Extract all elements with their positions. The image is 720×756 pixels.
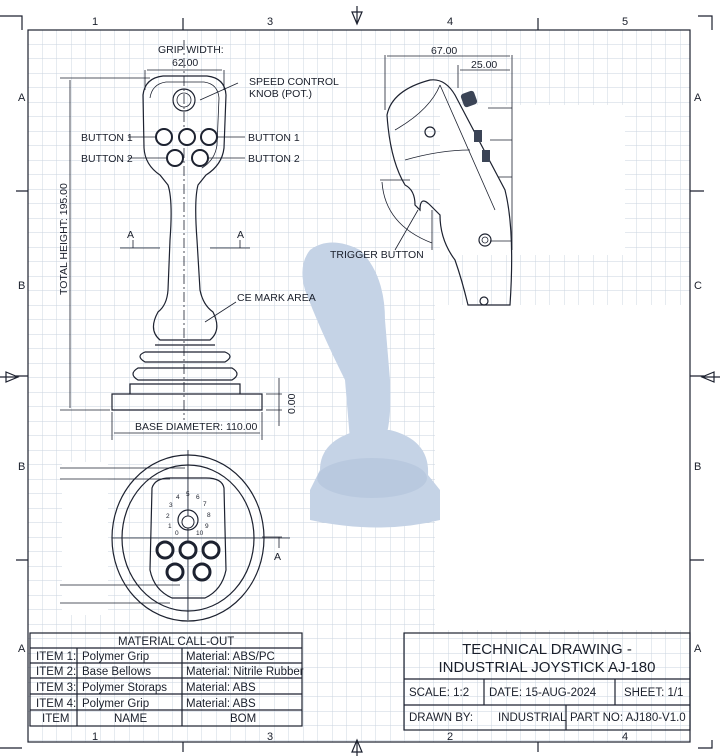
- centering-arrow-bottom-icon: [351, 738, 363, 756]
- header-name: NAME: [114, 713, 148, 725]
- row-item: ITEM 1:: [36, 651, 76, 663]
- grip-width-value: 62.00: [172, 57, 198, 69]
- dial-10: 10: [196, 530, 204, 537]
- ce-mark-label: CE MARK AREA: [237, 292, 316, 304]
- header-item: ITEM: [42, 713, 69, 725]
- row-bom: Material: ABS: [186, 698, 256, 710]
- row-name: Polymer Grip: [82, 651, 149, 663]
- zone-right-b: B: [694, 461, 701, 473]
- speed-control-label: SPEED CONTROL: [249, 76, 339, 88]
- row-bom: Material: ABS: [186, 682, 256, 694]
- button-1-left-label: BUTTON 1: [81, 132, 133, 144]
- part-number: PART NO: AJ180-V1.0: [570, 712, 686, 724]
- zone-markers: 1 3 4 5 A B B A A C B A 1 3 2 4: [0, 6, 720, 756]
- zone-left-b2: B: [18, 461, 25, 473]
- table-row: ITEM 1: Polymer Grip Material: ABS/PC: [36, 651, 275, 663]
- header-bom: BOM: [230, 713, 256, 725]
- dial-6: 6: [196, 494, 200, 501]
- zone-left-a2: A: [18, 643, 26, 655]
- zone-right-c: C: [694, 280, 702, 292]
- material-callout-title: MATERIAL CALL-OUT: [118, 636, 234, 648]
- base-diameter-label: BASE DIAMETER: 110.00: [135, 421, 258, 433]
- top-view: 0 1 2 3 4 5 6 7 8 9 10 A: [60, 450, 290, 622]
- zone-bottom-2: 2: [447, 731, 453, 743]
- zone-bottom-1: 1: [92, 731, 98, 743]
- zone-bottom-3: 3: [267, 731, 273, 743]
- total-height-label: TOTAL HEIGHT: 195.00: [58, 183, 70, 295]
- zone-right-a: A: [694, 92, 702, 104]
- table-row: ITEM 3: Polymer Storaps Material: ABS: [36, 682, 256, 694]
- centering-arrow-left-icon: [0, 371, 20, 383]
- zone-right-a2: A: [694, 643, 702, 655]
- zone-left-b: B: [18, 280, 25, 292]
- table-row: ITEM 4: Polymer Grip Material: ABS: [36, 698, 256, 710]
- title-block: TECHNICAL DRAWING - INDUSTRIAL JOYSTICK …: [403, 632, 691, 731]
- top-section-mark: A: [274, 551, 281, 563]
- material-callout-table: MATERIAL CALL-OUT ITEM 1: Polymer Grip M…: [29, 632, 304, 727]
- trigger-button-label: TRIGGER BUTTON: [330, 249, 424, 261]
- row-bom: Material: ABS/PC: [186, 651, 275, 663]
- row-item: ITEM 2:: [36, 666, 76, 678]
- row-item: ITEM 4:: [36, 698, 76, 710]
- row-name: Polymer Storaps: [82, 682, 167, 694]
- zone-top-5: 5: [622, 16, 628, 28]
- zone-top-3: 3: [267, 16, 273, 28]
- scale-field: SCALE: 1:2: [409, 687, 469, 699]
- table-row: ITEM 2: Base Bellows Material: Nitrile R…: [36, 666, 304, 678]
- dial-2: 2: [166, 513, 170, 520]
- date-field: DATE: 15-AUG-2024: [489, 687, 597, 699]
- row-bom: Material: Nitrile Rubber: [186, 666, 304, 678]
- dial-9: 9: [205, 523, 209, 530]
- dial-0: 0: [175, 530, 179, 537]
- speed-knob-side: [460, 90, 478, 108]
- drawing-title-line2: INDUSTRIAL JOYSTICK AJ-180: [438, 659, 655, 676]
- zone-top-4: 4: [447, 16, 453, 28]
- dial-7: 7: [203, 501, 207, 508]
- knob-label: KNOB (POT.): [249, 88, 312, 100]
- drawing-frame: [27, 29, 691, 743]
- zone-bottom-4: 4: [622, 731, 628, 743]
- section-mark-left: A: [127, 229, 134, 241]
- button-1-right-label: BUTTON 1: [248, 132, 300, 144]
- base-height-label: 0.00: [286, 393, 298, 414]
- dim-overall-width: 67.00: [431, 45, 457, 57]
- centering-arrow-right-icon: [700, 371, 720, 383]
- row-name: Base Bellows: [82, 666, 151, 678]
- dial-numbers: 0 1 2 3 4 5 6 7 8 9 10: [166, 491, 211, 537]
- button-2-right-label: BUTTON 2: [248, 153, 300, 165]
- drawn-by-value: INDUSTRIAL: [498, 712, 567, 724]
- dim-top-width: 25.00: [471, 59, 497, 71]
- row-name: Polymer Grip: [82, 698, 149, 710]
- dial-5: 5: [186, 491, 190, 498]
- button-2-left-label: BUTTON 2: [81, 153, 133, 165]
- centering-arrow-top-icon: [351, 6, 363, 26]
- grip-width-label: GRIP WIDTH:: [158, 44, 224, 56]
- side-view: 67.00 25.00 TRIGGER BUTTON: [330, 45, 513, 306]
- drawn-by-label: DRAWN BY:: [409, 712, 473, 724]
- row-item: ITEM 3:: [36, 682, 76, 694]
- dial-1: 1: [168, 523, 172, 530]
- dial-4: 4: [176, 494, 180, 501]
- dial-8: 8: [207, 512, 211, 519]
- ghost-joystick-watermark: [302, 242, 440, 528]
- zone-left-a: A: [18, 92, 26, 104]
- front-view: GRIP WIDTH: 62.00 SPEED CONTROL KNOB (PO…: [58, 40, 339, 440]
- drawing-title-line1: TECHNICAL DRAWING -: [462, 641, 632, 658]
- section-mark-right: A: [237, 229, 244, 241]
- sheet-field: SHEET: 1/1: [624, 687, 683, 699]
- dial-3: 3: [169, 502, 173, 509]
- zone-top-1: 1: [92, 16, 98, 28]
